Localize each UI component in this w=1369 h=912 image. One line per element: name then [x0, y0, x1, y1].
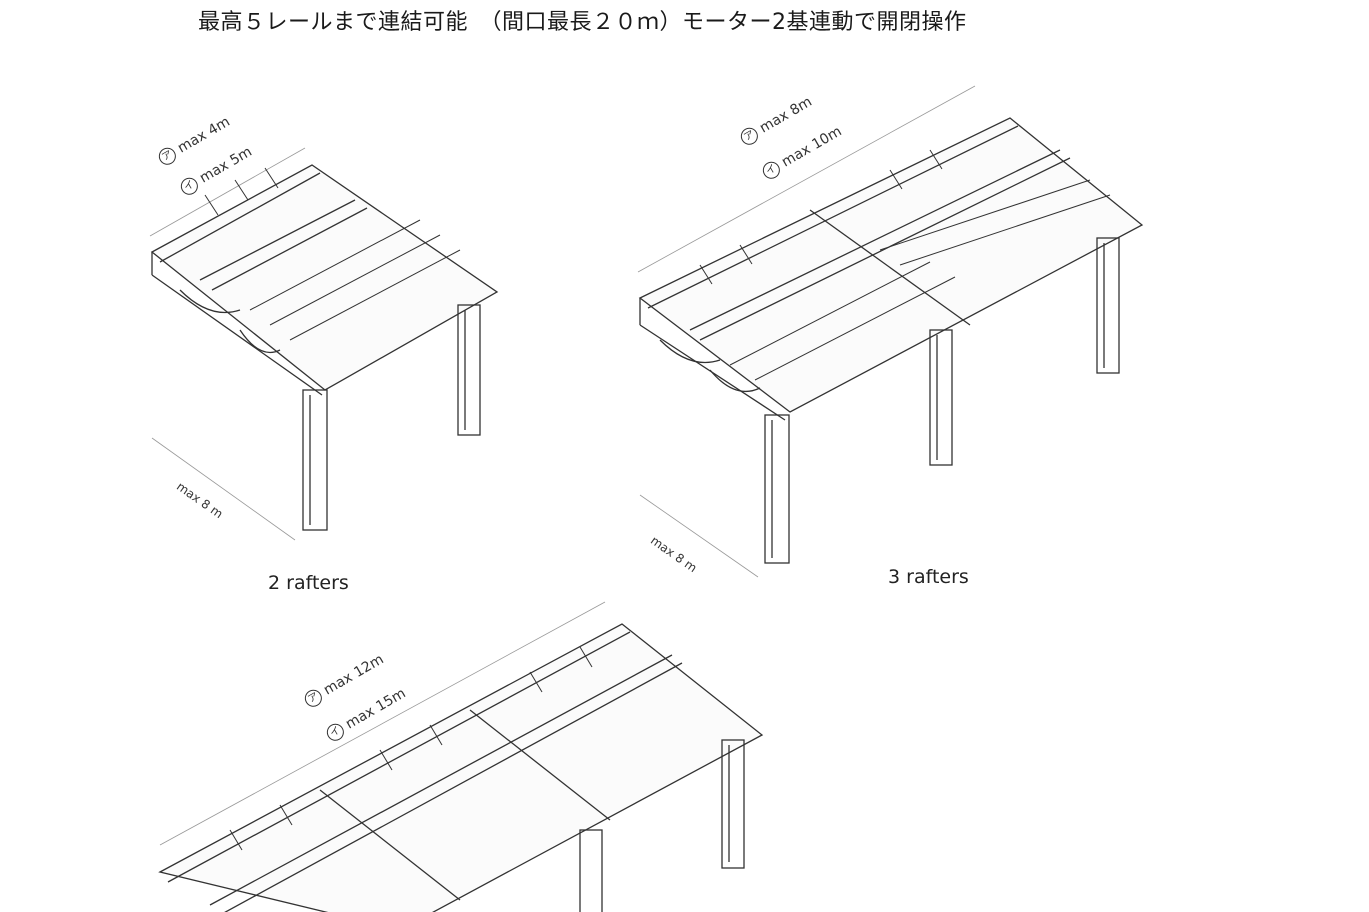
- caption-3-rafters: 3 rafters: [888, 566, 969, 588]
- caption-2-rafters: 2 rafters: [268, 572, 349, 594]
- pergola-4-rafters-drawing: [158, 601, 764, 912]
- page-title: 最高５レールまで連結可能 （間口最長２０ｍ）モーター2基連動で開閉操作: [198, 10, 967, 35]
- pergola-2-rafters-drawing: [149, 147, 499, 541]
- pergola-3-rafters-drawing: [637, 85, 1144, 578]
